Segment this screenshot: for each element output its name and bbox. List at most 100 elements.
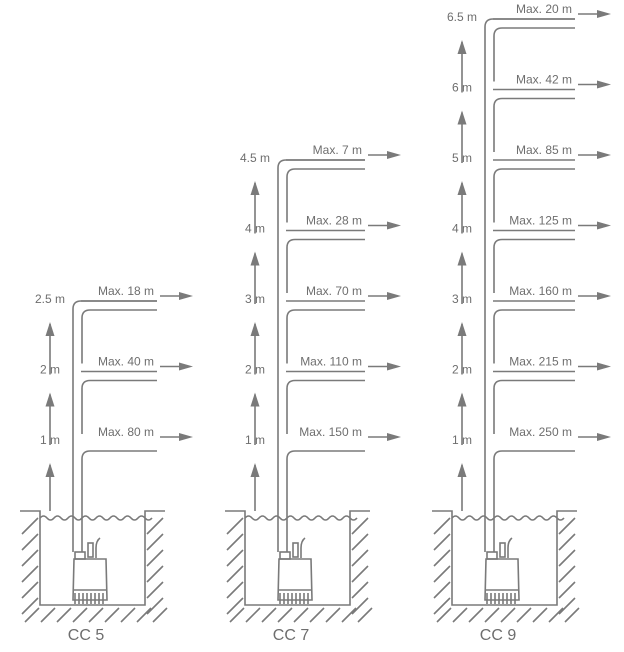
height-arrow-head xyxy=(457,40,467,54)
height-arrow-head xyxy=(45,322,55,336)
pump xyxy=(484,537,520,604)
height-arrow-head xyxy=(250,181,260,195)
pit-outline xyxy=(225,510,370,606)
pump-outlet xyxy=(279,551,291,560)
max-flow-label: Max. 125 m xyxy=(509,214,572,228)
pipe-inner-segment xyxy=(81,309,157,364)
pipe-inner-segment xyxy=(286,238,365,293)
max-flow-label: Max. 40 m xyxy=(98,355,154,369)
discharge-pipe xyxy=(72,300,157,552)
flow-arrow-head xyxy=(597,151,611,159)
flow-arrow-head xyxy=(597,80,611,89)
pit-outline xyxy=(432,510,577,606)
max-flow-label: Max. 20 m xyxy=(516,2,572,16)
pipe-inner-segment xyxy=(493,238,575,293)
pump xyxy=(72,537,108,604)
pump-handle xyxy=(499,542,506,558)
pit-outline xyxy=(20,510,165,606)
max-flow-label: Max. 80 m xyxy=(98,425,154,439)
pipe-inner-segment xyxy=(493,27,575,82)
discharge-pipe xyxy=(277,159,365,552)
max-flow-label: Max. 150 m xyxy=(299,425,362,439)
pump-handle xyxy=(87,542,94,558)
height-arrow-head xyxy=(45,392,55,407)
max-flow-label: Max. 70 m xyxy=(306,284,362,298)
flow-arrow-head xyxy=(387,221,401,230)
pipe-inner-segment xyxy=(493,168,575,223)
pipe-inner-segment xyxy=(81,450,157,552)
pit xyxy=(225,510,373,623)
height-arrow-head xyxy=(45,463,55,477)
pump-model-label: CC 9 xyxy=(480,627,517,644)
max-flow-label: Max. 215 m xyxy=(509,355,572,369)
height-label: 2.5 m xyxy=(35,292,65,306)
pump-handle xyxy=(292,542,299,558)
pipe-inner-segment xyxy=(493,97,575,152)
water-surface xyxy=(39,515,153,521)
max-flow-label: Max. 42 m xyxy=(516,73,572,87)
max-flow-label: Max. 85 m xyxy=(516,143,572,157)
pipe-inner-segment xyxy=(286,168,365,223)
pipe-inner-segment xyxy=(493,450,575,552)
flow-arrow-head xyxy=(597,433,611,441)
pump-body xyxy=(277,558,313,601)
flow-arrow-head xyxy=(387,292,401,300)
flow-arrow-head xyxy=(387,151,401,159)
pipe-inner-segment xyxy=(286,379,365,434)
height-arrow-head xyxy=(250,392,260,407)
height-arrow-head xyxy=(250,463,260,477)
pipe-inner-segment xyxy=(81,379,157,434)
height-arrow-head xyxy=(457,181,467,195)
max-flow-label: Max. 110 m xyxy=(300,355,362,369)
max-flow-label: Max. 160 m xyxy=(509,284,572,298)
water-surface xyxy=(244,515,358,521)
height-arrow-head xyxy=(250,322,260,336)
pump-body xyxy=(484,558,520,601)
max-flow-label: Max. 18 m xyxy=(98,284,154,298)
flow-arrow-head xyxy=(597,221,611,230)
flow-arrow-head xyxy=(597,292,611,300)
ground-hatching xyxy=(21,517,168,623)
flow-arrow-head xyxy=(597,362,611,371)
pump-model-label: CC 5 xyxy=(68,627,105,644)
pump-cable xyxy=(95,537,101,558)
height-arrow-head xyxy=(457,251,467,266)
height-arrow-head xyxy=(457,110,467,125)
pipe-outer xyxy=(484,18,575,552)
pump-outlet xyxy=(486,551,498,560)
height-label: 4.5 m xyxy=(240,151,270,165)
pump-outlet xyxy=(74,551,86,560)
flow-arrow-head xyxy=(179,292,193,300)
pump-intake-grille xyxy=(486,593,516,604)
pump-cable xyxy=(300,537,306,558)
pipe-inner-segment xyxy=(493,379,575,434)
flow-arrow-head xyxy=(387,433,401,441)
pipe-outer xyxy=(72,300,157,552)
height-arrow-head xyxy=(457,392,467,407)
discharge-pipe xyxy=(484,18,575,552)
height-label: 6.5 m xyxy=(447,10,477,24)
max-flow-label: Max. 250 m xyxy=(509,425,572,439)
pipe-inner-segment xyxy=(286,309,365,364)
pipe-inner-segment xyxy=(286,450,365,552)
height-arrow-head xyxy=(457,463,467,477)
ground-hatching xyxy=(226,517,373,623)
pump-body xyxy=(72,558,108,601)
pump xyxy=(277,537,313,604)
height-arrow-head xyxy=(250,251,260,266)
water-surface xyxy=(451,515,565,521)
pit xyxy=(432,510,580,623)
max-flow-label: Max. 28 m xyxy=(306,214,362,228)
pump-model-label: CC 7 xyxy=(273,627,310,644)
pit xyxy=(20,510,168,623)
flow-arrow-head xyxy=(179,362,193,371)
max-flow-label: Max. 7 m xyxy=(313,143,362,157)
pump-intake-grille xyxy=(279,593,309,604)
flow-arrow-head xyxy=(597,10,611,18)
flow-arrow-head xyxy=(179,433,193,441)
ground-hatching xyxy=(433,517,580,623)
